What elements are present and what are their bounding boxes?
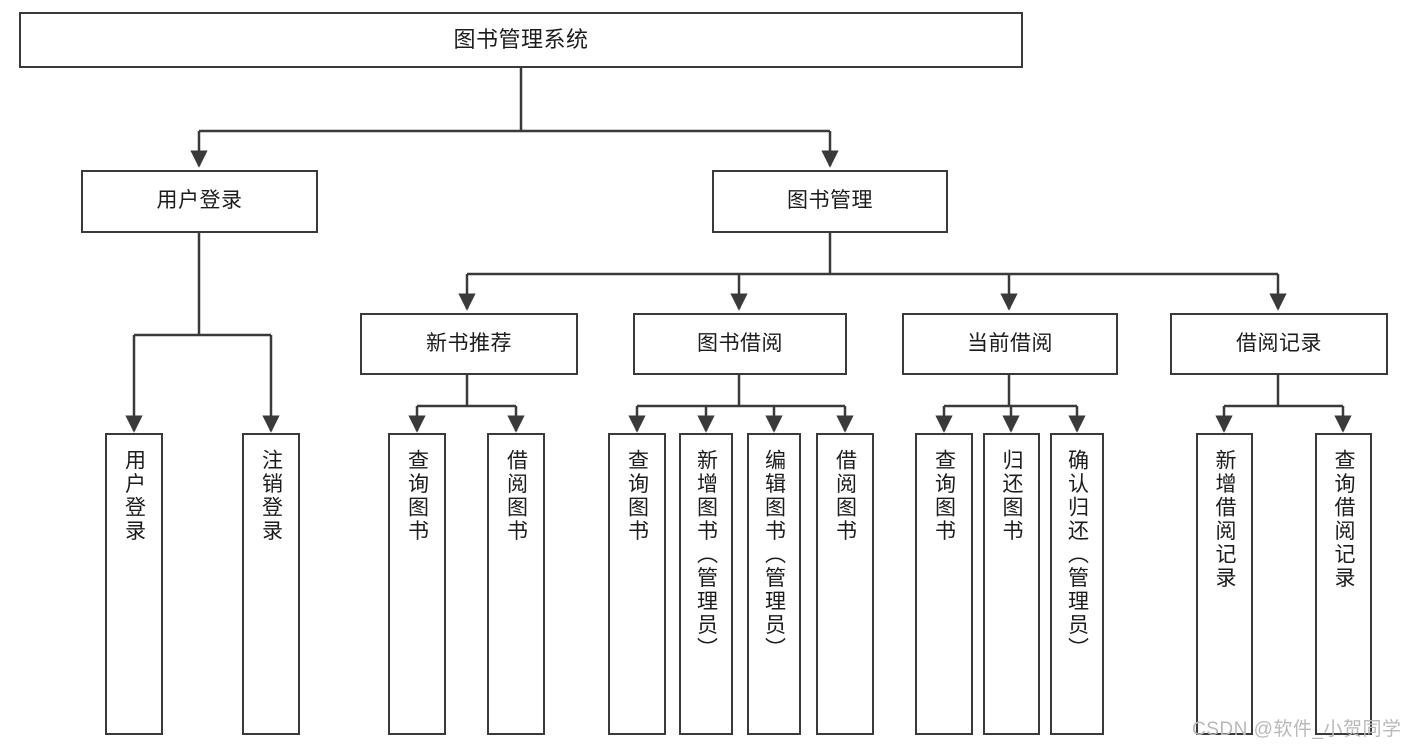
node-leaf-query-book-2[interactable]: 查询图书	[608, 433, 666, 735]
node-leaf-add-book-label: 新增图书（管理员）	[694, 449, 718, 661]
node-leaf-return-book-label: 归还图书	[1000, 449, 1023, 543]
node-book-manage[interactable]: 图书管理	[712, 170, 948, 233]
node-leaf-query-record[interactable]: 查询借阅记录	[1315, 433, 1372, 735]
node-user-login-label: 用户登录	[156, 189, 243, 213]
node-root-label: 图书管理系统	[453, 27, 589, 53]
node-leaf-logout-login[interactable]: 注销登录	[242, 433, 300, 735]
node-user-login[interactable]: 用户登录	[81, 170, 318, 233]
node-leaf-add-record[interactable]: 新增借阅记录	[1196, 433, 1253, 735]
node-new-book-recommend-label: 新书推荐	[426, 331, 512, 355]
node-current-borrow[interactable]: 当前借阅	[902, 313, 1118, 375]
node-book-borrow-label: 图书借阅	[697, 331, 783, 355]
node-leaf-borrow-book-2[interactable]: 借阅图书	[816, 433, 874, 735]
node-leaf-user-login-label: 用户登录	[122, 449, 146, 543]
node-leaf-borrow-book-1-label: 借阅图书	[504, 449, 528, 543]
node-leaf-query-book-1[interactable]: 查询图书	[388, 433, 446, 735]
node-leaf-logout-login-label: 注销登录	[259, 449, 283, 543]
node-leaf-query-book-3[interactable]: 查询图书	[915, 433, 973, 735]
node-borrow-record-label: 借阅记录	[1236, 331, 1322, 355]
node-root[interactable]: 图书管理系统	[19, 12, 1023, 68]
node-leaf-add-record-label: 新增借阅记录	[1213, 449, 1236, 590]
node-leaf-borrow-book-2-label: 借阅图书	[833, 449, 857, 543]
node-book-manage-label: 图书管理	[787, 189, 873, 213]
node-book-borrow[interactable]: 图书借阅	[633, 313, 847, 375]
node-borrow-record[interactable]: 借阅记录	[1170, 313, 1388, 375]
node-new-book-recommend[interactable]: 新书推荐	[360, 313, 578, 375]
node-leaf-query-record-label: 查询借阅记录	[1332, 449, 1355, 590]
node-leaf-return-book[interactable]: 归还图书	[983, 433, 1040, 735]
node-leaf-edit-book[interactable]: 编辑图书（管理员）	[747, 433, 801, 735]
node-leaf-query-book-1-label: 查询图书	[405, 449, 429, 543]
node-current-borrow-label: 当前借阅	[967, 331, 1053, 355]
node-leaf-edit-book-label: 编辑图书（管理员）	[762, 449, 786, 661]
node-leaf-query-book-2-label: 查询图书	[625, 449, 649, 543]
node-leaf-borrow-book-1[interactable]: 借阅图书	[487, 433, 545, 735]
node-leaf-user-login[interactable]: 用户登录	[105, 433, 163, 735]
node-leaf-query-book-3-label: 查询图书	[932, 449, 956, 543]
node-leaf-confirm-return-label: 确认归还（管理员）	[1065, 449, 1089, 661]
node-leaf-add-book[interactable]: 新增图书（管理员）	[679, 433, 733, 735]
node-leaf-confirm-return[interactable]: 确认归还（管理员）	[1050, 433, 1104, 735]
